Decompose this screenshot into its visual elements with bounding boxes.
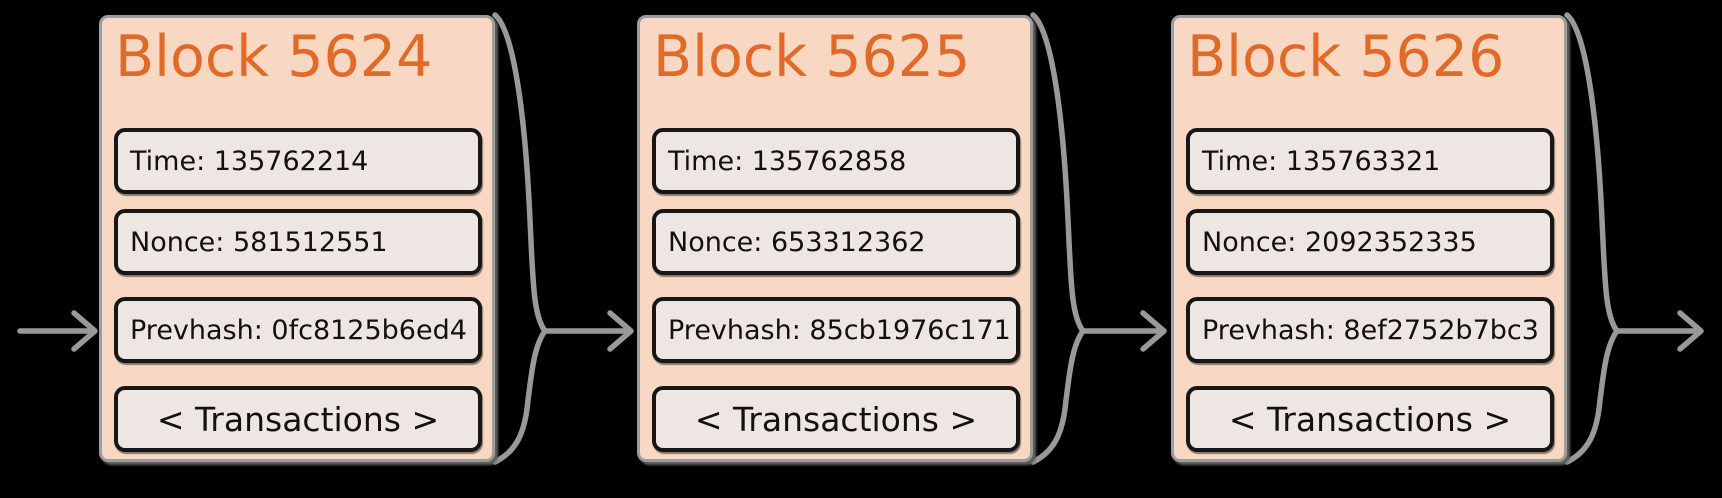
block3-hash-brace [1564,12,1620,465]
transactions-field: < Transactions > [652,386,1020,452]
block-card-5625: Block 5625 Time: 135762858 Nonce: 653312… [637,15,1033,462]
outgoing-hash-arrow [1614,310,1704,352]
block1-hash-brace [492,12,548,465]
nonce-field: Nonce: 581512551 [114,209,482,275]
time-field: Time: 135763321 [1186,128,1554,194]
prevhash-field: Prevhash: 0fc8125b6ed4 [114,297,482,363]
nonce-field: Nonce: 2092352335 [1186,209,1554,275]
nonce-field: Nonce: 653312362 [652,209,1020,275]
time-field: Time: 135762214 [114,128,482,194]
incoming-prevhash-arrow [17,310,98,352]
block1-to-block2-arrow [542,310,634,352]
block2-hash-brace [1030,12,1086,465]
block-title: Block 5626 [1187,24,1505,90]
block-card-5624: Block 5624 Time: 135762214 Nonce: 581512… [99,15,495,462]
block-title: Block 5625 [653,24,971,90]
block-title: Block 5624 [115,24,433,90]
prevhash-field: Prevhash: 8ef2752b7bc3 [1186,297,1554,363]
transactions-field: < Transactions > [1186,386,1554,452]
block2-to-block3-arrow [1080,310,1167,352]
block-card-5626: Block 5626 Time: 135763321 Nonce: 209235… [1171,15,1567,462]
transactions-field: < Transactions > [114,386,482,452]
time-field: Time: 135762858 [652,128,1020,194]
prevhash-field: Prevhash: 85cb1976c171 [652,297,1020,363]
